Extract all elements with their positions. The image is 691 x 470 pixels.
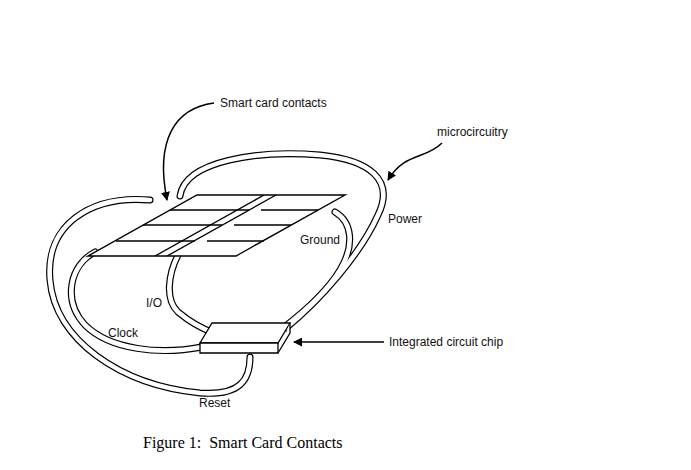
signal-name: Reset — [199, 396, 230, 410]
signal-name: I/O — [146, 296, 162, 310]
figure-caption: Figure 1: Smart Card Contacts — [143, 433, 343, 452]
chip-symbol — [200, 323, 290, 353]
microcircuitry-wires — [50, 154, 384, 394]
signal-name: Ground — [300, 233, 340, 247]
contact-plate — [88, 195, 345, 256]
leader-arrows — [164, 103, 442, 342]
callout-label: Smart card contacts — [220, 96, 327, 110]
callout-label: Integrated circuit chip — [389, 335, 503, 349]
signal-name: Power — [388, 212, 422, 226]
callout-label: microcircuitry — [437, 125, 508, 139]
signal-name: Clock — [108, 326, 138, 340]
